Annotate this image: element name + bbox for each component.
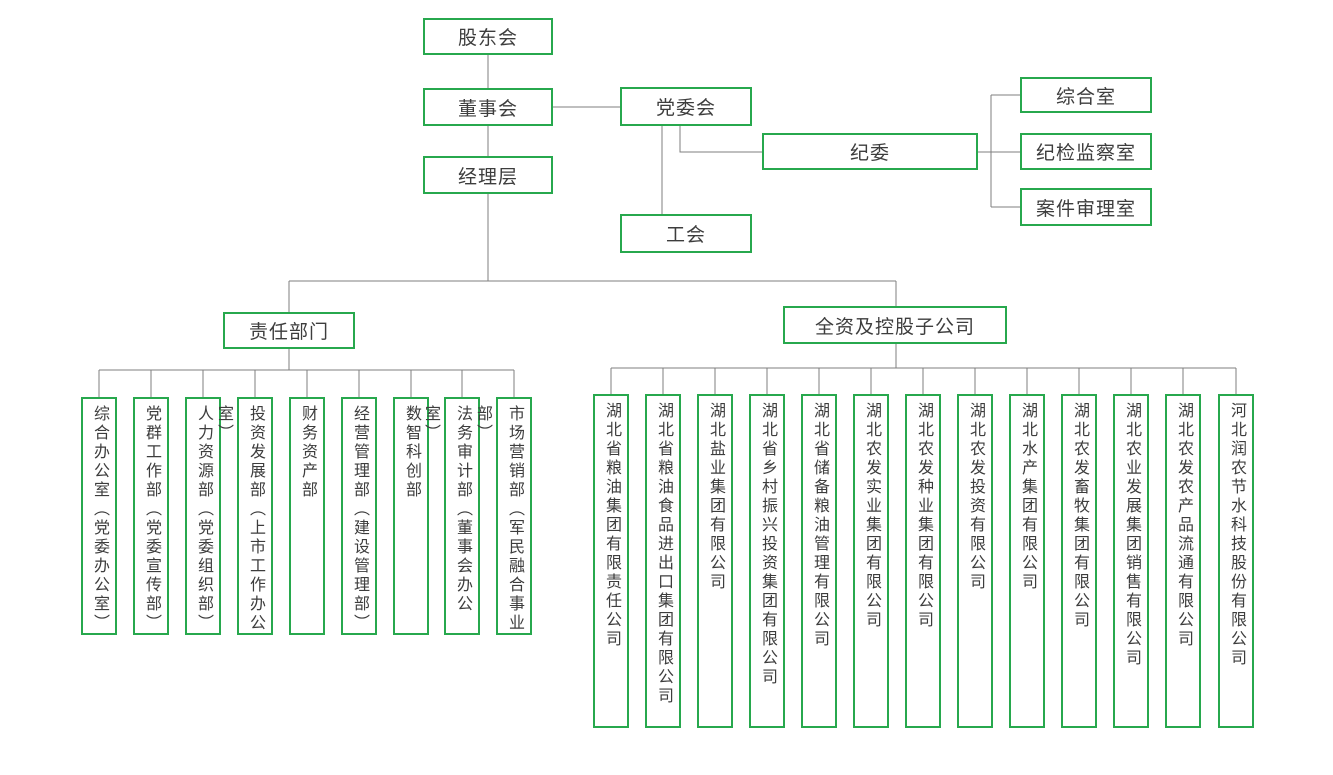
subsidiary-box: 湖北农发农产品流通有限公司 (1165, 394, 1201, 728)
node-discipline-committee: 纪委 (762, 133, 978, 170)
department-box: 法务审计部（董事会办公室） (422, 397, 480, 635)
subsidiary-box: 河北润农节水科技股份有限公司 (1218, 394, 1254, 728)
subsidiary-box: 湖北农业发展集团销售有限公司 (1113, 394, 1149, 728)
node-labor-union: 工会 (620, 214, 752, 253)
node-case-review-office: 案件审理室 (1020, 188, 1152, 226)
department-box: 综合办公室（党委办公室） (81, 397, 117, 635)
node-party-committee: 党委会 (620, 87, 752, 126)
node-departments-header: 责任部门 (223, 312, 355, 349)
department-box: 财务资产部 (289, 397, 325, 635)
subsidiary-box: 湖北盐业集团有限公司 (697, 394, 733, 728)
subsidiary-box: 湖北省储备粮油管理有限公司 (801, 394, 837, 728)
node-shareholders-meeting: 股东会 (423, 18, 553, 55)
subsidiary-box: 湖北农发畜牧集团有限公司 (1061, 394, 1097, 728)
node-management-layer: 经理层 (423, 156, 553, 194)
department-box: 投资发展部（上市工作办公室） (215, 397, 273, 635)
subsidiary-box: 湖北水产集团有限公司 (1009, 394, 1045, 728)
subsidiary-box: 湖北农发种业集团有限公司 (905, 394, 941, 728)
subsidiary-box: 湖北省粮油食品进出口集团有限公司 (645, 394, 681, 728)
subsidiary-box: 湖北农发实业集团有限公司 (853, 394, 889, 728)
node-general-office: 综合室 (1020, 77, 1152, 113)
department-box: 经营管理部（建设管理部） (341, 397, 377, 635)
department-box: 市场营销部（军民融合事业部） (474, 397, 532, 635)
department-box: 数智科创部 (393, 397, 429, 635)
node-board-of-directors: 董事会 (423, 88, 553, 126)
subsidiary-box: 湖北省乡村振兴投资集团有限公司 (749, 394, 785, 728)
node-discipline-inspection-office: 纪检监察室 (1020, 133, 1152, 170)
subsidiary-box: 湖北省粮油集团有限责任公司 (593, 394, 629, 728)
department-box: 人力资源部（党委组织部） (185, 397, 221, 635)
department-box: 党群工作部（党委宣传部） (133, 397, 169, 635)
subsidiary-box: 湖北农发投资有限公司 (957, 394, 993, 728)
node-subsidiaries-header: 全资及控股子公司 (783, 306, 1007, 344)
